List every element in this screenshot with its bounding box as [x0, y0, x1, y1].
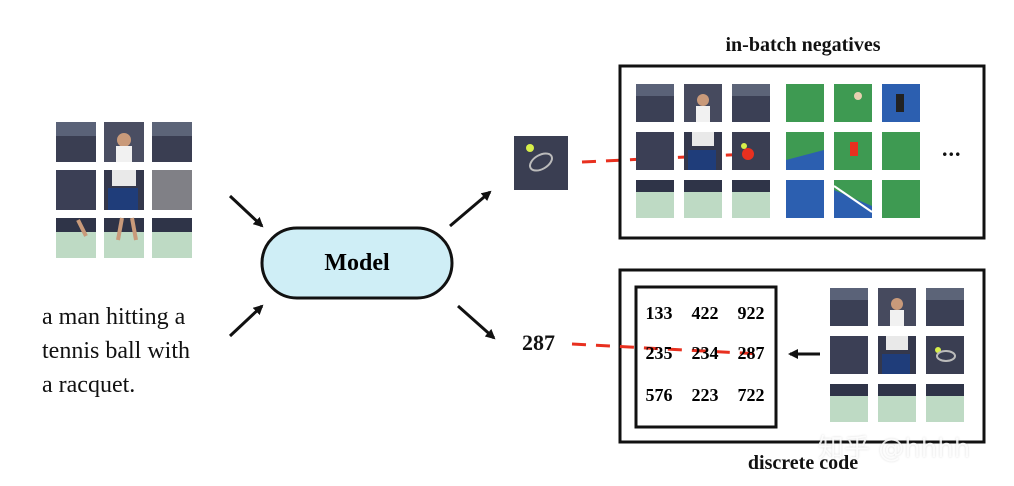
- code-cell: 235: [645, 343, 673, 363]
- negatives-box: [618, 64, 986, 240]
- tile: [104, 170, 144, 210]
- code-cell: 422: [691, 303, 719, 323]
- tile: [152, 122, 192, 162]
- code-image-grid: [830, 288, 964, 422]
- negatives-title: in-batch negatives: [725, 34, 881, 56]
- code-cell: 287: [737, 343, 765, 363]
- tile: [56, 218, 96, 258]
- watermark: 知乎 @hhhh: [818, 434, 971, 464]
- dash-code-to-codebook: [571, 342, 761, 356]
- arrow-model-to-code: [457, 304, 496, 340]
- arrow-image-to-model: [228, 194, 264, 228]
- tile: [152, 218, 192, 258]
- tile: [56, 170, 96, 210]
- code-cell: 234: [691, 343, 719, 363]
- positive-image-grid: [636, 84, 770, 218]
- code-title: discrete code: [747, 452, 859, 474]
- negative-image-grid: [786, 84, 920, 218]
- code-cell: 133: [645, 303, 673, 323]
- arrow-text-to-model: [228, 304, 264, 338]
- input-caption: a man hitting a tennis ball with a racqu…: [42, 300, 242, 402]
- code-cell: 223: [691, 385, 719, 405]
- codebook-grid: 133 422 922 235 234 287 576 223 722: [636, 287, 776, 427]
- tile: [104, 217, 144, 258]
- model-label: Model: [324, 249, 390, 276]
- code-cell: 922: [737, 303, 765, 323]
- input-image-grid: [56, 122, 192, 258]
- output-code: 287: [522, 330, 555, 355]
- caption-line: tennis ball with: [42, 338, 190, 364]
- codebook-box: [634, 285, 778, 429]
- code-box-outer: [618, 268, 986, 444]
- code-cell: 576: [645, 385, 673, 405]
- code-cell: 722: [737, 385, 765, 405]
- caption-line: a racquet.: [42, 372, 136, 398]
- tile: [56, 122, 96, 162]
- ellipsis: ...: [942, 136, 962, 161]
- model-box: [260, 226, 454, 300]
- query-patch: [514, 136, 568, 190]
- arrow-model-to-patch: [449, 190, 492, 228]
- tile: [152, 170, 192, 210]
- tile: [104, 122, 144, 162]
- caption-line: a man hitting a: [42, 304, 186, 330]
